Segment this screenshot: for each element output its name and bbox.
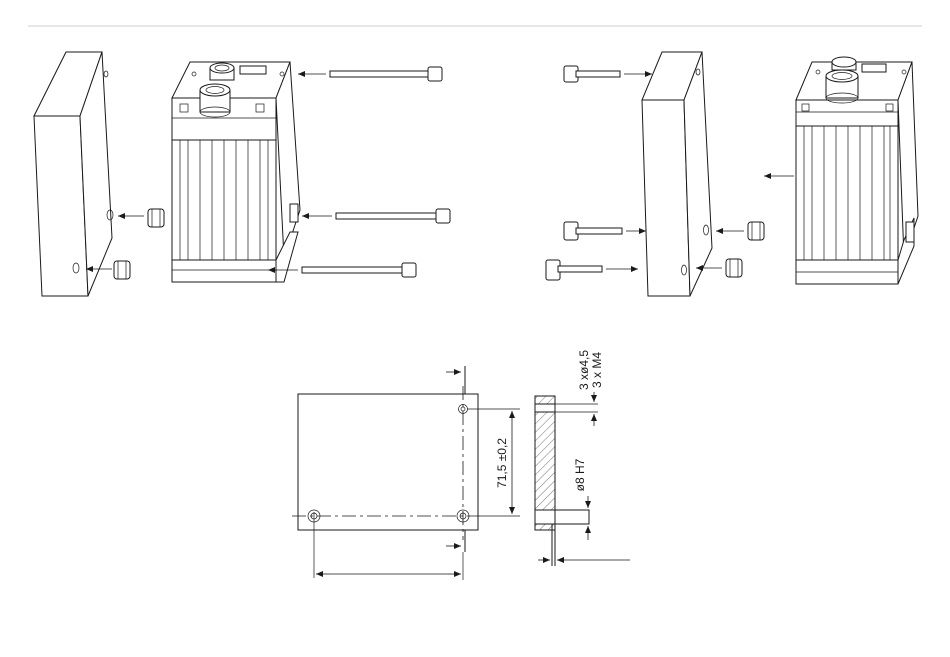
left-mounting-plate	[34, 52, 113, 296]
left-housing	[172, 62, 300, 282]
left-screw-lower	[302, 263, 416, 277]
right-screw-lower	[546, 260, 602, 280]
right-dowel-pin-upper	[748, 222, 764, 240]
left-connector-front	[200, 84, 230, 117]
left-screw-upper	[330, 67, 442, 81]
left-assembly	[34, 52, 450, 296]
height-dimension-label: 71,5 ±0,2	[495, 438, 509, 488]
section-view: 3 xø4,5 3 x M4 ø8 H7	[535, 350, 630, 566]
right-screw-middle	[564, 222, 622, 240]
left-screw-middle	[336, 209, 450, 223]
right-screw-upper	[564, 66, 620, 82]
plate-outline	[298, 394, 478, 530]
right-dowel-pin-lower	[726, 259, 742, 277]
hole-dimension-label-1: 3 xø4,5	[577, 350, 591, 390]
right-connector-front	[826, 70, 858, 103]
left-dowel-pin-lower	[114, 261, 130, 279]
right-assembly	[546, 52, 918, 296]
right-mounting-plate	[642, 52, 712, 296]
hole-dimension-label-2: 3 x M4	[590, 352, 604, 388]
left-dowel-pin-upper	[148, 209, 164, 227]
drilling-template-front-view: 71,5 ±0,2	[292, 366, 520, 580]
pin-dimension-label: ø8 H7	[573, 458, 587, 491]
